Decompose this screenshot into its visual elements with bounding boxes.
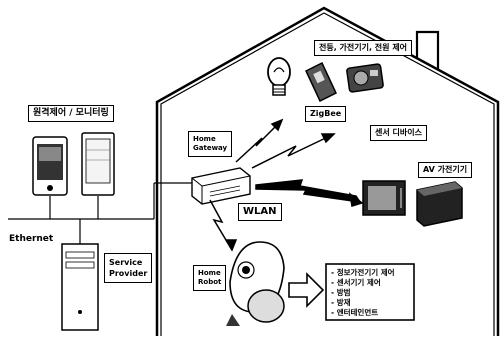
function-item: - 방범 xyxy=(331,288,351,297)
home-robot-line2: Robot xyxy=(198,278,222,287)
service-provider-label: Service Provider xyxy=(104,253,153,284)
audio-device-icon xyxy=(416,181,463,227)
home-robot-icon xyxy=(226,241,285,326)
home-gateway-line1: Home xyxy=(193,135,216,143)
home-robot-line1: Home xyxy=(198,269,221,277)
tv-icon xyxy=(362,180,406,216)
function-item: - 엔터테인먼트 xyxy=(331,308,379,317)
pda-device-left xyxy=(32,136,68,196)
sensor-devices-label: 센서 디바이스 xyxy=(370,125,427,141)
home-gateway-label: Home Gateway xyxy=(188,131,233,158)
function-list: - 정보가전기기 제어 - 센서기기 제어 - 방범 - 방재 - 엔터테인먼트 xyxy=(331,268,395,318)
light-bulb-icon xyxy=(267,57,291,96)
wireless-signals xyxy=(209,118,364,252)
pda-device-right xyxy=(81,132,115,196)
appliance-control-label: 전등, 가전기기, 전원 제어 xyxy=(314,40,413,56)
wlan-signal xyxy=(255,179,362,203)
sensor-signal xyxy=(251,133,335,169)
home-robot-label: Home Robot xyxy=(193,265,227,292)
function-item: - 방재 xyxy=(331,298,351,307)
service-provider-line1: Service xyxy=(109,258,143,267)
home-gateway-line2: Gateway xyxy=(193,144,228,153)
zigbee-label: ZigBee xyxy=(305,106,347,122)
remote-controller-icon xyxy=(305,61,337,103)
house-inner-outline xyxy=(160,12,495,336)
house-chimney xyxy=(415,30,440,70)
av-devices-label: AV 가전기기 xyxy=(418,162,473,178)
wlan-label: WLAN xyxy=(238,203,282,221)
house-outline xyxy=(155,6,500,336)
home-gateway-device xyxy=(191,167,251,205)
ethernet-lines xyxy=(8,182,192,244)
robot-signal xyxy=(209,199,233,251)
function-arrow xyxy=(288,272,325,308)
function-list-box xyxy=(325,263,415,321)
function-item: - 센서기기 제어 xyxy=(331,278,381,287)
server-tower xyxy=(61,243,99,331)
remote-control-label: 원격제어 / 모니터링 xyxy=(28,105,114,122)
service-provider-line2: Provider xyxy=(109,269,148,279)
zigbee-signal-1 xyxy=(235,119,283,163)
ethernet-label: Ethernet xyxy=(9,234,54,244)
function-item: - 정보가전기기 제어 xyxy=(331,268,395,277)
camera-appliance-icon xyxy=(346,63,384,93)
